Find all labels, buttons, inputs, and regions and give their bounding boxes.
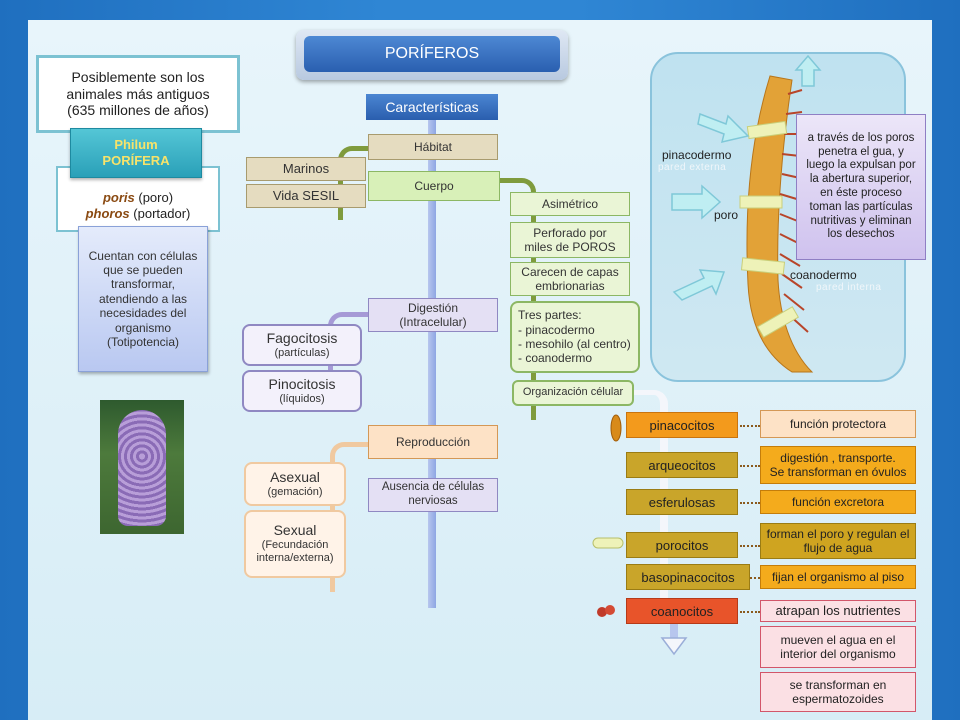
digestion-header: Digestión (Intracelular) [368,298,498,332]
cell-arqueocitos: arqueocitos [626,452,738,478]
sexual-box: Sexual (Fecundación interna/externa) [244,510,346,578]
cuerpo-tres-partes: Tres partes: - pinacodermo - mesohilo (a… [510,301,640,373]
fagocitosis-box: Fagocitosis (partículas) [242,324,362,366]
coanocito-icon [597,605,615,617]
label-poro: poro [714,208,739,222]
fagocitosis-title: Fagocitosis [266,330,338,346]
func-porocitos: forman el poro y regulan el flujo de agu… [760,523,916,559]
page-title: PORÍFEROS [304,36,560,72]
cuerpo-header: Cuerpo [368,171,500,201]
asexual-sub: (gemación) [267,485,323,498]
ausencia-nervios: Ausencia de células nerviosas [368,478,498,512]
caracteristicas-header: Características [366,94,498,120]
habitat-marinos: Marinos [246,157,366,181]
pinocitosis-box: Pinocitosis (líquidos) [242,370,362,412]
etym-term-1: poris [102,190,135,206]
intro-text: Posiblemente son los animales más antigu… [36,55,240,133]
cell-basopinacocitos: basopinacocitos [626,564,750,590]
etym-term-2: phoros [85,206,130,221]
cell-porocitos: porocitos [626,532,738,558]
etym-meaning-2: (portador) [129,206,191,221]
cell-pinacocitos: pinacocitos [626,412,738,438]
habitat-connector [338,146,372,220]
pinocitosis-title: Pinocitosis [268,376,336,392]
func-coanocitos-2: mueven el agua en el interior del organi… [760,626,916,668]
cuerpo-perforado: Perforado por miles de POROS [510,222,630,258]
fagocitosis-sub: (partículas) [274,346,330,359]
sponge-photo [100,400,184,534]
central-spine [428,108,436,608]
cuerpo-capas: Carecen de capas embrionarias [510,262,630,296]
cell-esferulosas: esferulosas [626,489,738,515]
water-flow-description: a través de los poros penetra el gua, y … [796,114,926,260]
sexual-sub: (Fecundación interna/externa) [256,539,334,565]
cuerpo-connector [500,178,536,420]
func-arqueocitos: digestión , transporte. Se transforman e… [760,446,916,484]
dots-porocitos [740,545,760,547]
func-basopinacocitos: fijan el organismo al piso [760,565,916,589]
cuerpo-asimetrico: Asimétrico [510,192,630,216]
cuerpo-organizacion: Organización célular [512,380,634,406]
dots-arqueocitos [740,465,760,467]
etym-meaning-1: (poro) [134,190,174,206]
dots-esferulosas [740,502,760,504]
label-pinacodermo: pinacodermo [662,148,732,162]
func-esferulosas: función excretora [760,490,916,514]
label-pared-externa: pared externa [658,162,727,173]
asexual-box: Asexual (gemación) [244,462,346,506]
sexual-title: Sexual [273,522,317,539]
dots-basopinacocitos [750,577,760,579]
func-pinacocitos: función protectora [760,410,916,438]
asexual-title: Asexual [270,469,320,485]
cell-coanocitos: coanocitos [626,598,738,624]
dots-pinacocitos [740,425,760,427]
porocito-icon [592,537,624,549]
reproduccion-header: Reproducción [368,425,498,459]
func-coanocitos-3: se transforman en espermatozoides [760,672,916,712]
pinacocito-icon [610,414,622,442]
pinocitosis-sub: (líquidos) [279,392,325,405]
phylum-label: Philum PORÍFERA [70,128,202,178]
label-pared-interna: pared interna [816,282,882,293]
habitat-vida-sesil: Vida SESIL [246,184,366,208]
totipotencia-note: Cuentan con células que se pueden transf… [78,226,208,372]
func-coanocitos-1: atrapan los nutrientes [760,600,916,622]
dots-coanocitos [740,611,760,613]
habitat-header: Hábitat [368,134,498,160]
label-coanodermo: coanodermo [790,268,857,282]
